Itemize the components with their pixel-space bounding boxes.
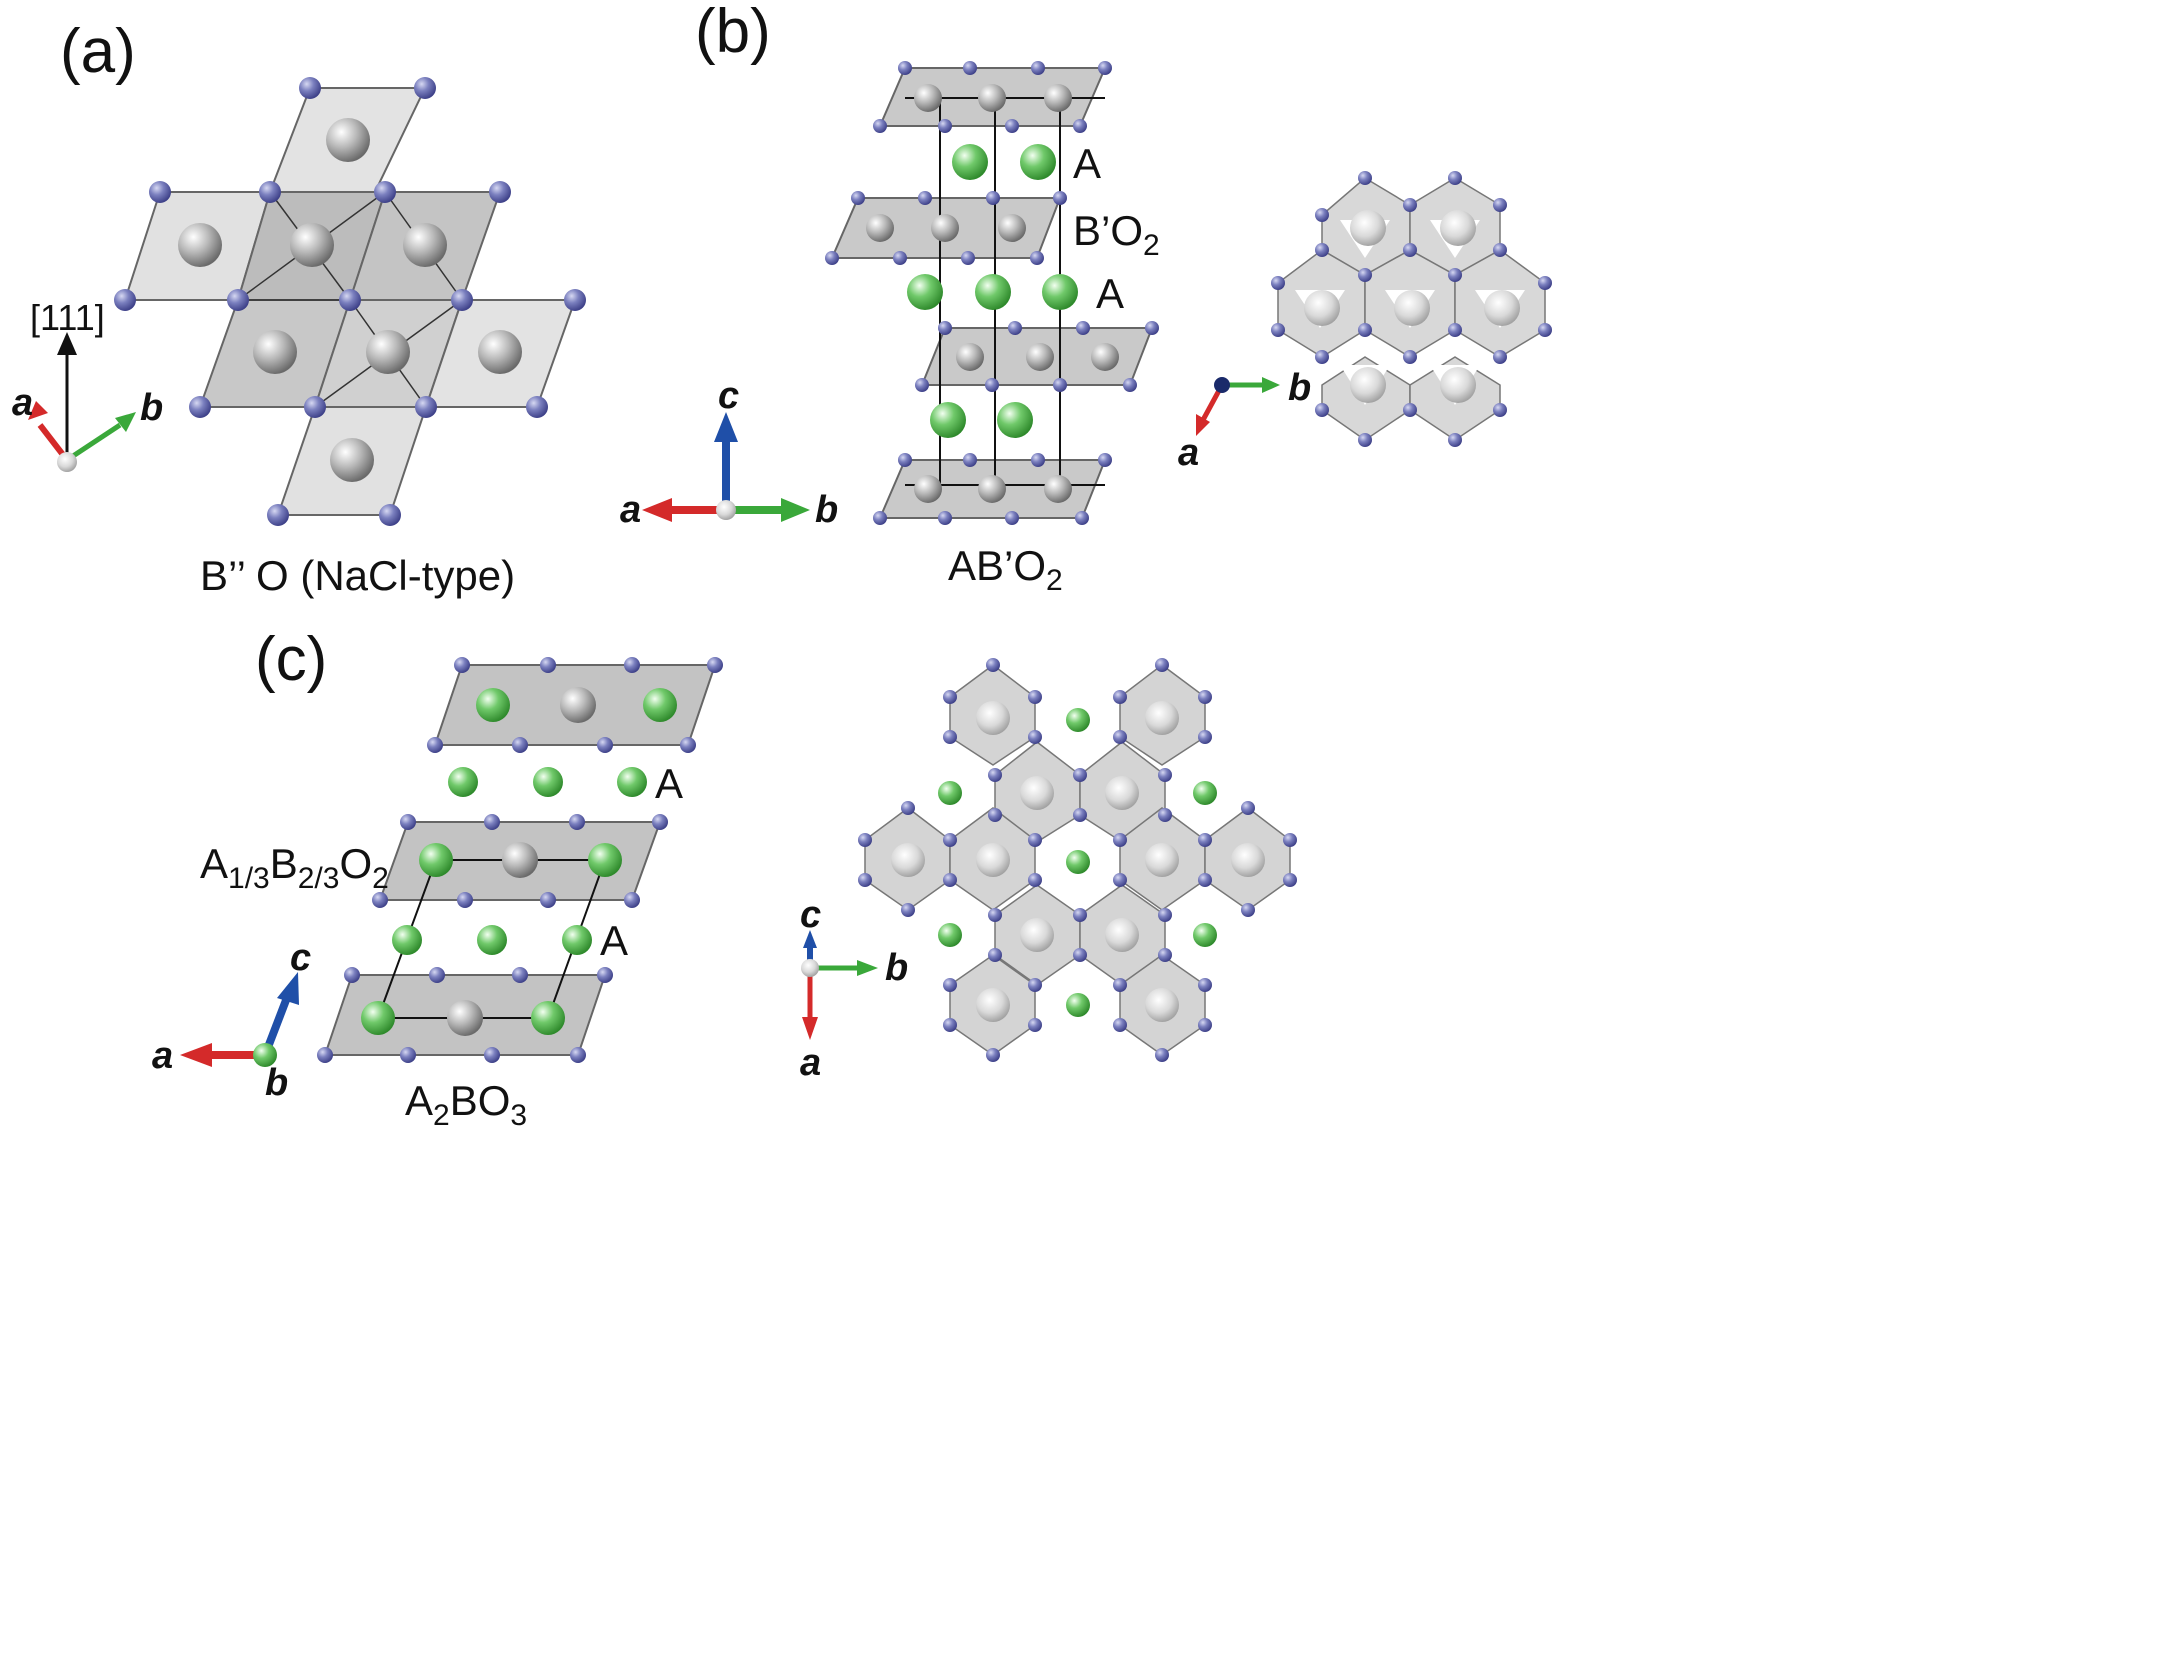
topview-axis-b-label: b — [885, 947, 908, 989]
oxygen-atom — [267, 504, 289, 526]
oxygen-atom — [526, 396, 548, 418]
hex-oxygens — [1271, 171, 1552, 447]
axes-b-topview: b a — [1178, 367, 1311, 474]
layer-oxygens — [825, 61, 1159, 525]
oxygen-atom — [564, 289, 586, 311]
cation-b — [290, 223, 334, 267]
cation-b — [330, 438, 374, 482]
oxygen-atom — [299, 77, 321, 99]
topview-axis-c-label: c — [800, 894, 821, 936]
oxygen-atom — [415, 396, 437, 418]
oxygen-atom — [259, 181, 281, 203]
ordered-caption: A2BO3 — [405, 1077, 527, 1132]
axes-c-topview: c b a — [800, 894, 908, 1084]
oxygen-atom — [304, 396, 326, 418]
honeycomb-top-view — [858, 658, 1297, 1062]
layered-caption: AB’O2 — [948, 542, 1063, 597]
oxygen-atom — [149, 181, 171, 203]
arrow-head-icon — [1262, 377, 1280, 393]
axis-a-label: a — [12, 382, 33, 424]
oxygens-c — [317, 657, 723, 1063]
topview-axis-a-label: a — [800, 1042, 821, 1084]
cation-b — [478, 330, 522, 374]
arrow-head-icon — [714, 412, 738, 442]
axis-b-label: b — [140, 387, 163, 429]
layered-structure — [825, 61, 1159, 525]
panel-b: (b) — [620, 0, 1552, 597]
site-a-mid-label: A — [1096, 270, 1124, 317]
a-cations — [907, 144, 1078, 438]
cation-b — [403, 223, 447, 267]
arrow-head-icon — [277, 972, 299, 1005]
axis-a-label: a — [620, 489, 641, 531]
oxygen-atom — [374, 181, 396, 203]
axes-a: [111] a b — [12, 297, 163, 472]
origin-atom — [253, 1043, 277, 1067]
oxygen-atom — [114, 289, 136, 311]
honeycomb-a-cations — [938, 708, 1217, 1017]
oxygen-atom — [489, 181, 511, 203]
arrow-head-icon — [781, 498, 810, 522]
topview-axis-b-label: b — [1288, 367, 1311, 409]
hex-cations — [1304, 210, 1520, 403]
origin-atom — [1214, 377, 1230, 393]
arrow-head-icon — [57, 332, 77, 355]
axis-b-label: b — [265, 1062, 288, 1104]
site-b-label: B’O2 — [1073, 207, 1160, 262]
arrow-head-icon — [802, 1017, 818, 1040]
cation-b — [178, 223, 222, 267]
axis-c-label: c — [718, 375, 739, 417]
site-a-mid-label: A — [600, 917, 628, 964]
panel-c: (c) — [152, 625, 1297, 1132]
oxygen-atom — [227, 289, 249, 311]
arrow-head-icon — [28, 401, 48, 420]
panel-b-label: (b) — [695, 0, 771, 66]
a-cations-in-layer — [361, 688, 677, 1035]
origin-atom — [801, 959, 819, 977]
b-cations-c — [447, 687, 596, 1036]
site-a-top-label: A — [655, 760, 683, 807]
panel-c-label: (c) — [255, 625, 327, 694]
a-cations-interlayer — [392, 767, 647, 955]
nacl-oxygens — [114, 77, 586, 526]
arrow-head-icon — [180, 1043, 212, 1067]
nacl-cations — [178, 118, 522, 482]
cation-b — [326, 118, 370, 162]
site-a-top-label: A — [1073, 140, 1101, 187]
arrow-head-icon — [803, 930, 817, 948]
hexagonal-top-view — [1271, 171, 1552, 447]
origin-atom — [57, 452, 77, 472]
honeycomb-oxygens — [858, 658, 1297, 1062]
layer-composition-label: A1/3B2/3O2 — [200, 840, 389, 895]
arrow-head-icon — [115, 412, 136, 432]
ordered-layered-structure — [317, 657, 723, 1063]
oxygen-atom — [339, 289, 361, 311]
oxygen-atom — [451, 289, 473, 311]
axis-c-label: c — [290, 937, 311, 979]
oxygen-atom — [414, 77, 436, 99]
arrow-head-icon — [1196, 414, 1210, 436]
axis-111-label: [111] — [30, 297, 105, 338]
axes-c: c a b — [152, 937, 311, 1104]
origin-atom — [716, 500, 736, 520]
cation-b — [253, 330, 297, 374]
cation-b — [366, 330, 410, 374]
arrow-head-icon — [857, 960, 878, 976]
panel-a: (a) — [12, 17, 586, 599]
arrow-head-icon — [642, 498, 672, 522]
oxygen-atom — [189, 396, 211, 418]
honeycomb-b-cations — [891, 701, 1265, 1022]
topview-axis-a-label: a — [1178, 432, 1199, 474]
axis-a-label: a — [152, 1035, 173, 1077]
oxygen-atom — [379, 504, 401, 526]
panel-a-label: (a) — [60, 17, 136, 86]
nacl-caption: B’’ O (NaCl-type) — [200, 552, 515, 599]
axis-b-label: b — [815, 489, 838, 531]
b-prime-cations — [866, 84, 1119, 503]
axes-b: c a b — [620, 375, 838, 531]
layers-c — [323, 664, 717, 1056]
